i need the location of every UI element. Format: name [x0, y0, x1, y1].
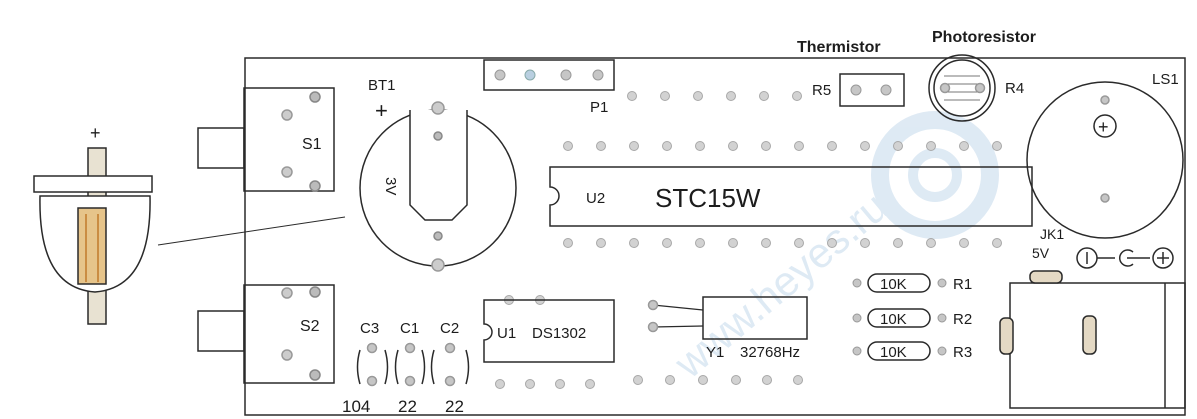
ls1-label: LS1 — [1152, 71, 1179, 88]
bt1-plus: + — [375, 98, 388, 123]
c3-value: 104 — [342, 397, 370, 416]
bt1-voltage: 3V — [382, 177, 399, 195]
switch-s1 — [197, 87, 335, 192]
buzzer-ls1 — [1026, 81, 1184, 239]
s1-label: S1 — [302, 136, 322, 153]
u2-label: U2 — [586, 190, 605, 207]
thermistor-label: Thermistor — [797, 39, 881, 56]
switch-s2 — [197, 284, 335, 384]
mcu-label: STC15W — [655, 183, 761, 213]
crystal-y1 — [647, 296, 808, 340]
c1-label: C1 — [400, 320, 419, 337]
r3-label: R3 — [953, 344, 972, 361]
battery-holder-bt1 — [359, 101, 517, 272]
pad-row-top — [627, 91, 802, 101]
jk1-voltage: 5V — [1032, 245, 1050, 261]
bt1-label: BT1 — [368, 77, 396, 94]
c2-label: C2 — [440, 320, 459, 337]
resistors — [852, 273, 947, 361]
photoresistor-label: Photoresistor — [932, 29, 1036, 46]
capacitors — [356, 342, 470, 387]
r4-label: R4 — [1005, 80, 1024, 97]
y1-label: Y1 — [706, 344, 724, 361]
ls1-plus: + — [1098, 117, 1109, 137]
r2-label: R2 — [953, 311, 972, 328]
c2-value: 22 — [445, 397, 464, 416]
u1-label: U1 — [497, 325, 516, 342]
battery-detail-plus: + — [90, 123, 101, 143]
header-p1 — [483, 59, 615, 91]
c1-value: 22 — [398, 397, 417, 416]
rtc-label: DS1302 — [532, 325, 586, 342]
c3-label: C3 — [360, 320, 379, 337]
board-outline — [244, 57, 1186, 416]
crystal-label: 32768Hz — [740, 344, 800, 361]
pad-row-upper — [563, 141, 1002, 151]
chip-u2 — [549, 166, 1033, 227]
r1-label: R1 — [953, 276, 972, 293]
chip-u1 — [483, 299, 615, 363]
battery-holder-detail — [33, 147, 346, 325]
photoresistor-r4 — [928, 54, 996, 122]
polarity-symbol — [1076, 247, 1174, 269]
power-jack-jk1 — [999, 270, 1186, 409]
pad-row-lower — [563, 238, 1002, 248]
thermistor-r5 — [839, 73, 905, 107]
p1-label: P1 — [590, 99, 608, 116]
r1-value: 10K — [880, 276, 907, 293]
r3-value: 10K — [880, 344, 907, 361]
s2-label: S2 — [300, 318, 320, 335]
r5-label: R5 — [812, 82, 831, 99]
r2-value: 10K — [880, 311, 907, 328]
jk1-label: JK1 — [1040, 226, 1064, 242]
